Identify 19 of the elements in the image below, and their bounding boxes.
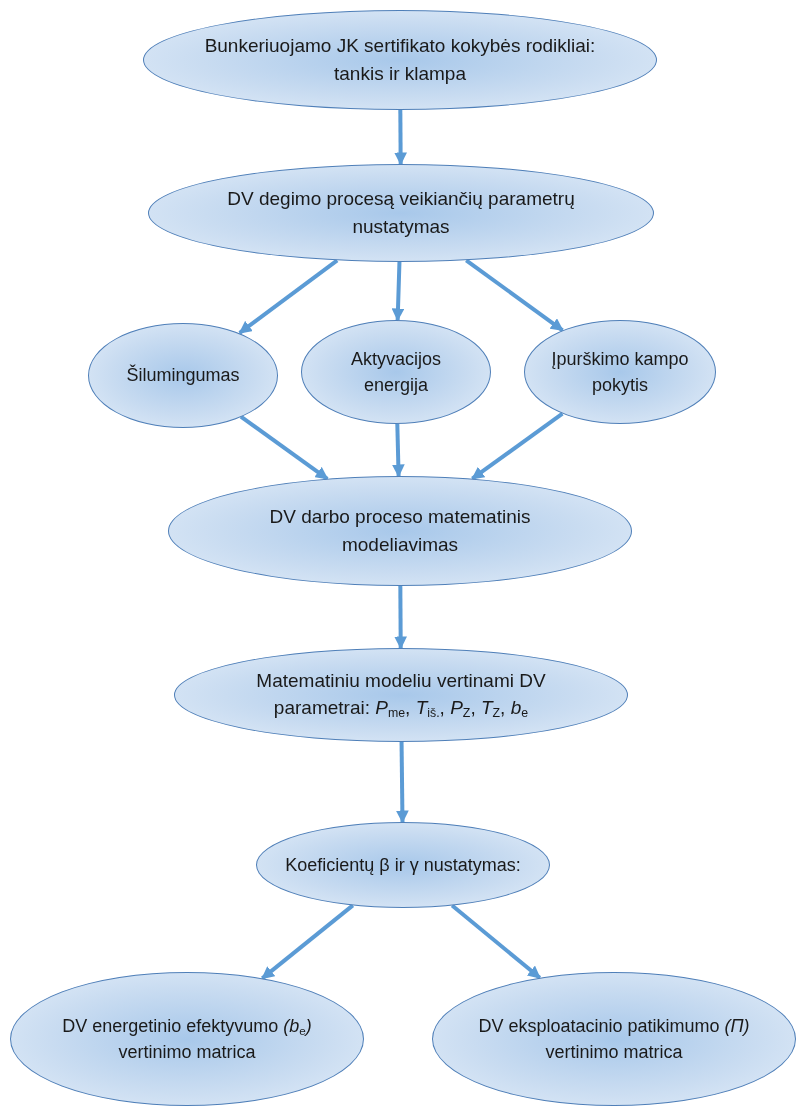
- arrow: [391, 423, 405, 478]
- node-text: Įpurškimo kampo pokytis: [550, 347, 690, 397]
- arrow: [395, 741, 409, 824]
- node-text: DV darbo proceso matematinis modeliavimas: [268, 505, 532, 557]
- node-text: Šilumingumas: [126, 363, 240, 387]
- node-text: DV degimo procesą veikiančių parametrų nustatymas: [226, 187, 576, 239]
- arrow: [239, 415, 329, 481]
- node-text: Aktyvacijos energija: [350, 347, 442, 397]
- arrow: [394, 586, 408, 650]
- arrow: [394, 110, 407, 166]
- arrow: [471, 412, 564, 481]
- node-text: DV energetinio efektyvumo (b$_{e}$) vertinimo matrica: [61, 1014, 313, 1065]
- arrow: [450, 904, 542, 980]
- arrow: [261, 903, 355, 980]
- node-text: DV eksploatacinio patikimumo (Π) vertinimo matrica: [477, 1014, 751, 1064]
- arrow: [391, 261, 405, 322]
- node-text: Koeficientų β ir γ nustatymas:: [285, 853, 521, 877]
- node-text: Matematiniu modeliu vertinami DV parametrai: P$_{me}$, T$_{iš.}$, P$_{Z}$, T$_{Z}$, b$_{e}$: [255, 668, 547, 723]
- node-text: Bunkeriuojamo JK sertifikato kokybės rodikliai: tankis ir klampa: [204, 34, 596, 86]
